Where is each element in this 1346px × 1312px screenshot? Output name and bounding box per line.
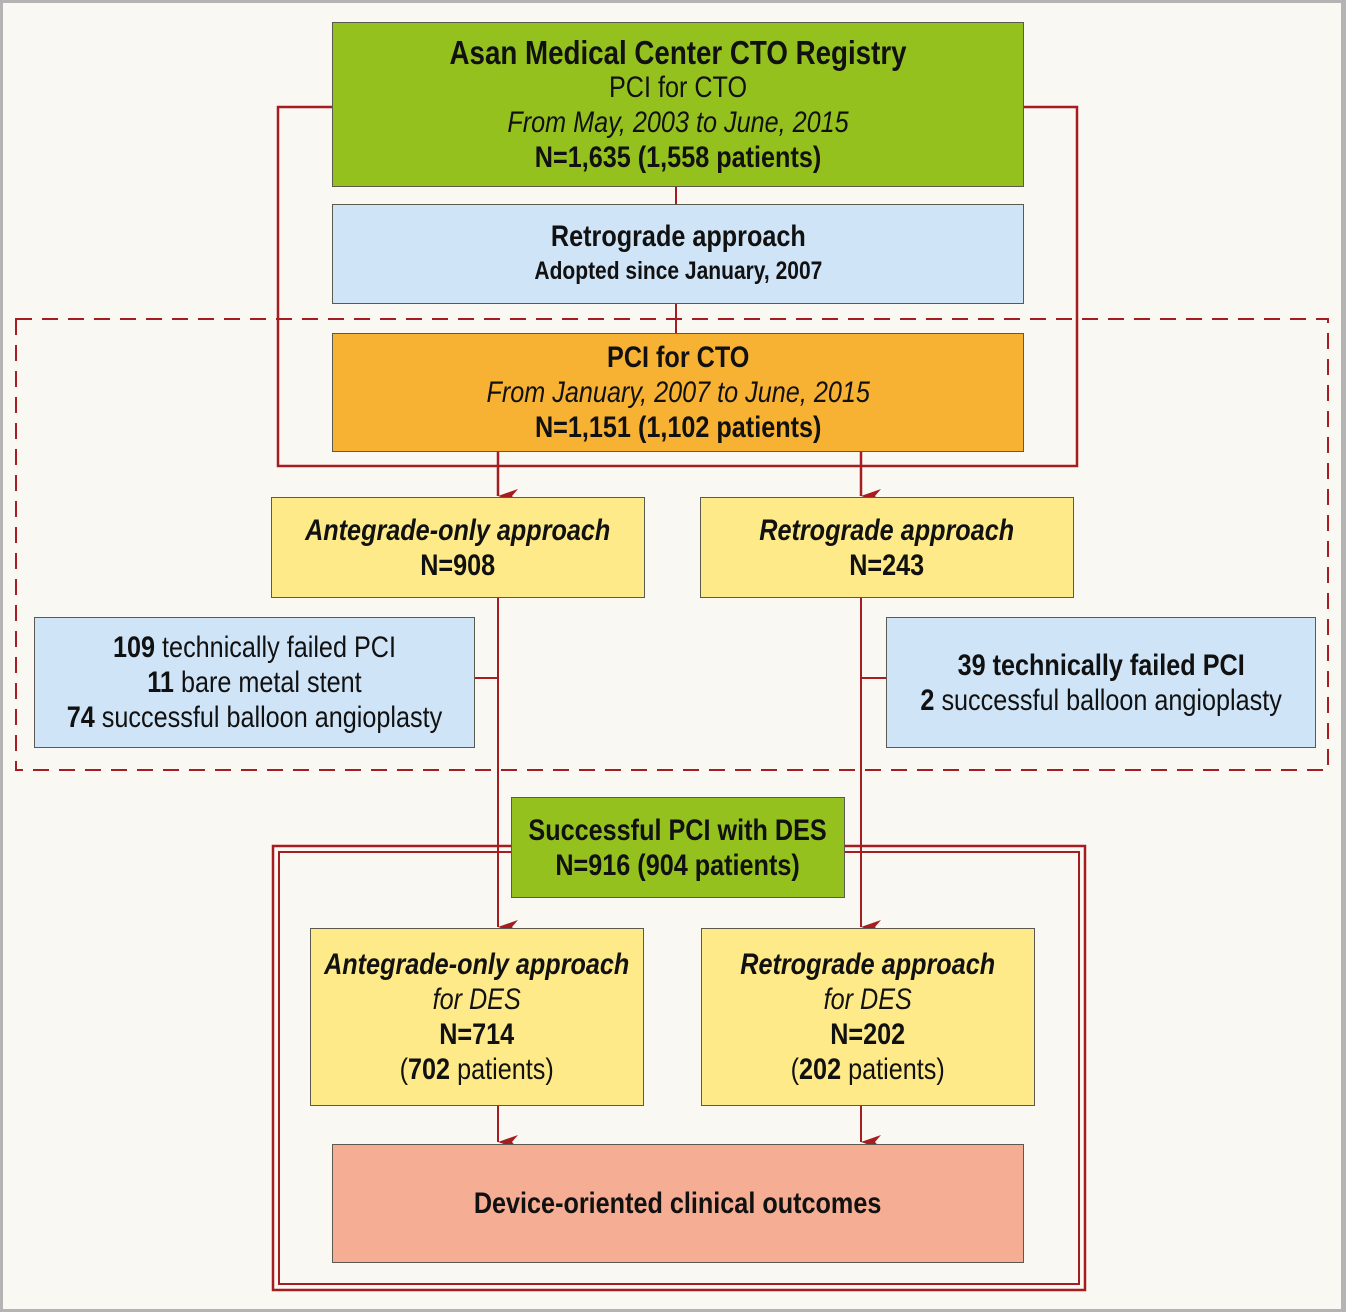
- study-period-range: From January, 2007 to June, 2015: [486, 376, 870, 409]
- antegrade-exclusions-box: 109 technically failed PCI 11 bare metal…: [34, 617, 475, 748]
- retrograde-adoption-box: Retrograde approach Adopted since Januar…: [332, 204, 1024, 304]
- study-period-title: PCI for CTO: [606, 341, 750, 374]
- exclusion-item: 109 technically failed PCI: [113, 631, 396, 664]
- retrograde-des-subtitle: for DES: [823, 983, 913, 1016]
- study-period-dashed-frame: [15, 318, 1329, 771]
- registry-title: Asan Medical Center CTO Registry: [449, 33, 907, 71]
- retrograde-des-title: Retrograde approach: [740, 948, 996, 981]
- antegrade-title: Antegrade-only approach: [305, 513, 611, 547]
- study-period-count: N=1,151 (1,102 patients): [534, 411, 822, 444]
- registry-count: N=1,635 (1,558 patients): [534, 140, 822, 174]
- outcome-title: Device-oriented clinical outcomes: [474, 1187, 882, 1220]
- retrograde-adoption-title: Retrograde approach: [550, 220, 806, 253]
- retrograde-adoption-subtitle: Adopted since January, 2007: [534, 257, 822, 285]
- antegrade-box: Antegrade-only approach N=908: [271, 497, 645, 598]
- exclusion-item: 11 bare metal stent: [147, 666, 362, 699]
- antegrade-des-count: N=714: [439, 1018, 515, 1051]
- des-count: N=916 (904 patients): [555, 848, 801, 882]
- exclusion-item: 2 successful balloon angioplasty: [920, 683, 1282, 717]
- exclusion-item: 74 successful balloon angioplasty: [66, 701, 443, 734]
- flowchart-canvas: Asan Medical Center CTO Registry PCI for…: [3, 3, 1341, 1309]
- outcome-box: Device-oriented clinical outcomes: [332, 1144, 1024, 1263]
- retrograde-count: N=243: [849, 548, 925, 582]
- retrograde-des-patients: (202 patients): [790, 1053, 946, 1086]
- des-title: Successful PCI with DES: [528, 813, 828, 847]
- study-period-box: PCI for CTO From January, 2007 to June, …: [332, 333, 1024, 452]
- retrograde-des-count: N=202: [830, 1018, 906, 1051]
- exclusion-item: 39 technically failed PCI: [957, 648, 1245, 682]
- antegrade-des-patients: (702 patients): [399, 1053, 555, 1086]
- registry-period: From May, 2003 to June, 2015: [507, 105, 849, 139]
- retrograde-des-box: Retrograde approach for DES N=202 (202 p…: [701, 928, 1035, 1106]
- registry-subtitle: PCI for CTO: [608, 70, 748, 104]
- retrograde-box: Retrograde approach N=243: [700, 497, 1074, 598]
- des-box: Successful PCI with DES N=916 (904 patie…: [511, 797, 845, 898]
- antegrade-des-box: Antegrade-only approach for DES N=714 (7…: [310, 928, 644, 1106]
- antegrade-des-subtitle: for DES: [432, 983, 522, 1016]
- registry-box: Asan Medical Center CTO Registry PCI for…: [332, 22, 1024, 187]
- retrograde-title: Retrograde approach: [759, 513, 1015, 547]
- bypass-connector: [276, 105, 1079, 468]
- antegrade-count: N=908: [420, 548, 496, 582]
- antegrade-des-title: Antegrade-only approach: [324, 948, 630, 981]
- retrograde-exclusions-box: 39 technically failed PCI 2 successful b…: [886, 617, 1316, 748]
